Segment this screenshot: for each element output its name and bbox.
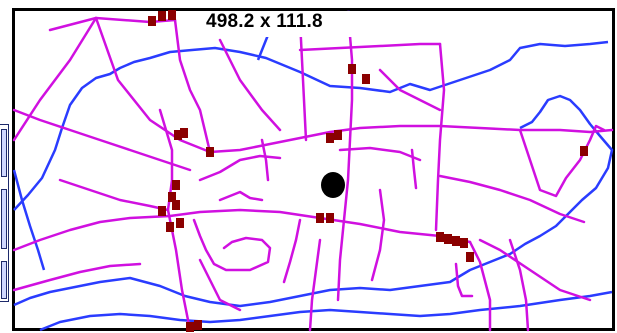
left-panel-tab[interactable] (0, 124, 9, 302)
square-marker-icon[interactable] (326, 133, 334, 143)
square-marker-icon[interactable] (186, 322, 194, 332)
left-panel-tab-segment[interactable] (1, 189, 7, 249)
square-marker-icon[interactable] (172, 180, 180, 190)
coordinate-readout: 498.2 x 111.8 (206, 11, 323, 32)
river-lower (13, 94, 614, 308)
coordinate-readout-bg (200, 11, 400, 37)
location-dot-icon[interactable] (321, 172, 345, 198)
square-marker-icon[interactable] (172, 200, 180, 210)
square-marker-icon[interactable] (466, 252, 474, 262)
square-marker-icon[interactable] (436, 232, 444, 242)
square-marker-icon[interactable] (460, 238, 468, 248)
river-main (13, 40, 609, 211)
river-left (12, 169, 46, 271)
square-marker-icon[interactable] (158, 206, 166, 216)
left-panel-tab-segment[interactable] (1, 261, 7, 299)
square-marker-icon[interactable] (362, 74, 370, 84)
square-marker-icon[interactable] (148, 16, 156, 26)
square-marker-icon[interactable] (326, 213, 334, 223)
square-marker-icon[interactable] (174, 130, 182, 140)
square-marker-icon[interactable] (348, 64, 356, 74)
left-panel-tab-segment[interactable] (1, 129, 7, 177)
square-marker-icon[interactable] (166, 222, 174, 232)
square-marker-icon[interactable] (176, 218, 184, 228)
map-border (12, 8, 615, 331)
square-marker-icon[interactable] (452, 236, 460, 246)
square-marker-icon[interactable] (334, 130, 342, 140)
square-marker-icon[interactable] (168, 10, 176, 20)
square-marker-icon[interactable] (194, 320, 202, 330)
marker-layer[interactable] (148, 10, 588, 332)
square-marker-icon[interactable] (444, 234, 452, 244)
square-marker-icon[interactable] (316, 213, 324, 223)
square-marker-icon[interactable] (168, 192, 176, 202)
water-layer (12, 10, 614, 332)
square-marker-icon[interactable] (580, 146, 588, 156)
square-marker-icon[interactable] (180, 128, 188, 138)
square-marker-icon[interactable] (206, 147, 214, 157)
square-marker-icon[interactable] (158, 11, 166, 21)
river-bottom (39, 290, 613, 332)
